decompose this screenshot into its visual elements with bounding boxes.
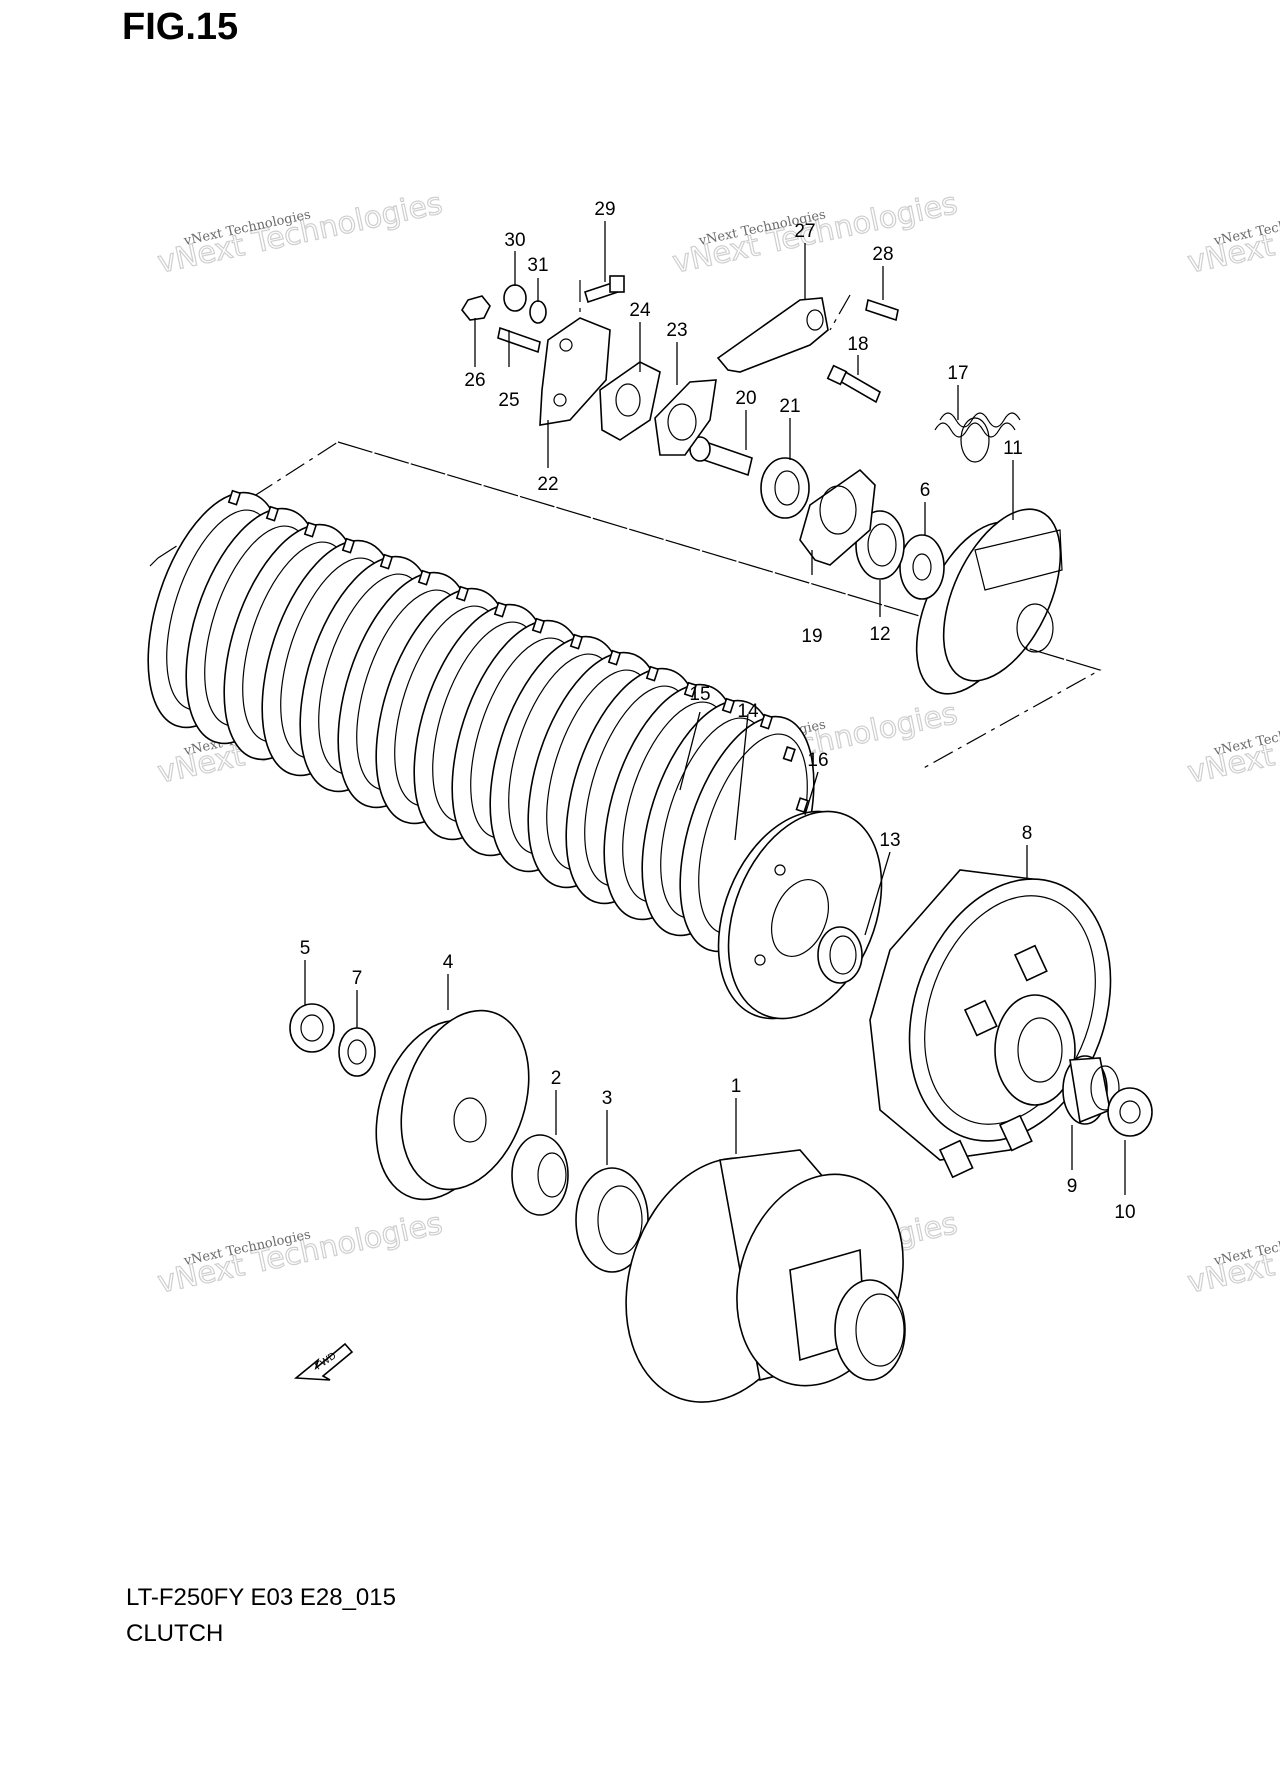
- watermark: vNext Technologies vNext Technologies: [154, 185, 446, 281]
- release-cam: [654, 379, 717, 456]
- callout-leaders: [304, 221, 1126, 1195]
- callout-2: 2: [551, 1068, 562, 1089]
- callout-19: 19: [801, 626, 822, 647]
- lock-washer: [529, 300, 547, 324]
- callout-5: 5: [300, 938, 311, 959]
- primary-drive-bushing: [1062, 1055, 1120, 1125]
- needle-bearing: [511, 1134, 569, 1216]
- watermark: vNext Technologies vNext Technologies: [1184, 695, 1280, 791]
- callout-3: 3: [602, 1088, 613, 1109]
- callout-27: 27: [794, 221, 815, 242]
- clutch-housing: [869, 869, 1112, 1179]
- cover-gasket: [599, 361, 661, 441]
- stud-bolt: [497, 326, 541, 354]
- callout-15: 15: [689, 684, 710, 705]
- watermark: vNext Technologies vNext Technologies: [154, 1205, 446, 1301]
- clutch-washer: [899, 534, 945, 600]
- callout-12: 12: [869, 624, 890, 645]
- callout-29: 29: [594, 199, 615, 220]
- callout-7: 7: [352, 968, 363, 989]
- callout-22: 22: [537, 474, 558, 495]
- watermark: vNext Technologies vNext Technologies: [1184, 185, 1280, 281]
- push-rod: [689, 436, 753, 477]
- clutch-sleeve-hub: [915, 508, 1063, 695]
- callout-25: 25: [498, 390, 519, 411]
- callout-14: 14: [737, 701, 759, 722]
- callout-18: 18: [847, 334, 868, 355]
- callout-4: 4: [443, 952, 454, 973]
- clutch-drum: [625, 1149, 906, 1403]
- release-bearing: [760, 457, 810, 519]
- release-arm: [716, 297, 829, 373]
- callout-9: 9: [1067, 1176, 1078, 1197]
- one-way-clutch: [375, 1009, 530, 1201]
- bearing-ring: [817, 926, 863, 984]
- callout-30: 30: [504, 230, 525, 251]
- oil-seal: [289, 1003, 335, 1053]
- arm-bolt: [865, 298, 899, 322]
- callout-31: 31: [527, 255, 548, 276]
- clutch-bolt: [826, 364, 881, 404]
- clutch-plate-stack: [147, 489, 815, 955]
- callout-1: 1: [731, 1076, 742, 1097]
- section-name: CLUTCH: [126, 1620, 224, 1647]
- callout-10: 10: [1114, 1202, 1135, 1223]
- callout-24: 24: [629, 300, 651, 321]
- figure-title: FIG.15: [122, 6, 239, 48]
- release-plate: [799, 468, 876, 566]
- callout-16: 16: [807, 750, 828, 771]
- thrust-washer: [1107, 1087, 1153, 1137]
- hex-nut: [461, 295, 491, 321]
- callout-20: 20: [735, 388, 756, 409]
- callout-13: 13: [879, 830, 900, 851]
- callout-6: 6: [920, 480, 931, 501]
- callout-17: 17: [947, 363, 968, 384]
- model-code: LT-F250FY E03 E28_015: [126, 1584, 396, 1611]
- callout-26: 26: [464, 370, 485, 391]
- cover-screw: [584, 275, 625, 304]
- cable-bracket: [539, 317, 611, 426]
- callout-21: 21: [779, 396, 800, 417]
- flange-nut: [503, 284, 527, 312]
- spacer-washer: [338, 1027, 376, 1077]
- callout-11: 11: [1003, 438, 1023, 459]
- callout-8: 8: [1022, 823, 1033, 844]
- watermark: vNext Technologies vNext Technologies: [1184, 1205, 1280, 1301]
- forward-direction-arrow: FWD: [293, 1342, 354, 1381]
- callout-28: 28: [872, 244, 893, 265]
- callout-23: 23: [666, 320, 687, 341]
- clutch-spring: [934, 412, 1021, 463]
- callout-labels: 1 2 3 4 5 6 7 8 9 10 11 12 13 14 15 16 1…: [300, 199, 1136, 1223]
